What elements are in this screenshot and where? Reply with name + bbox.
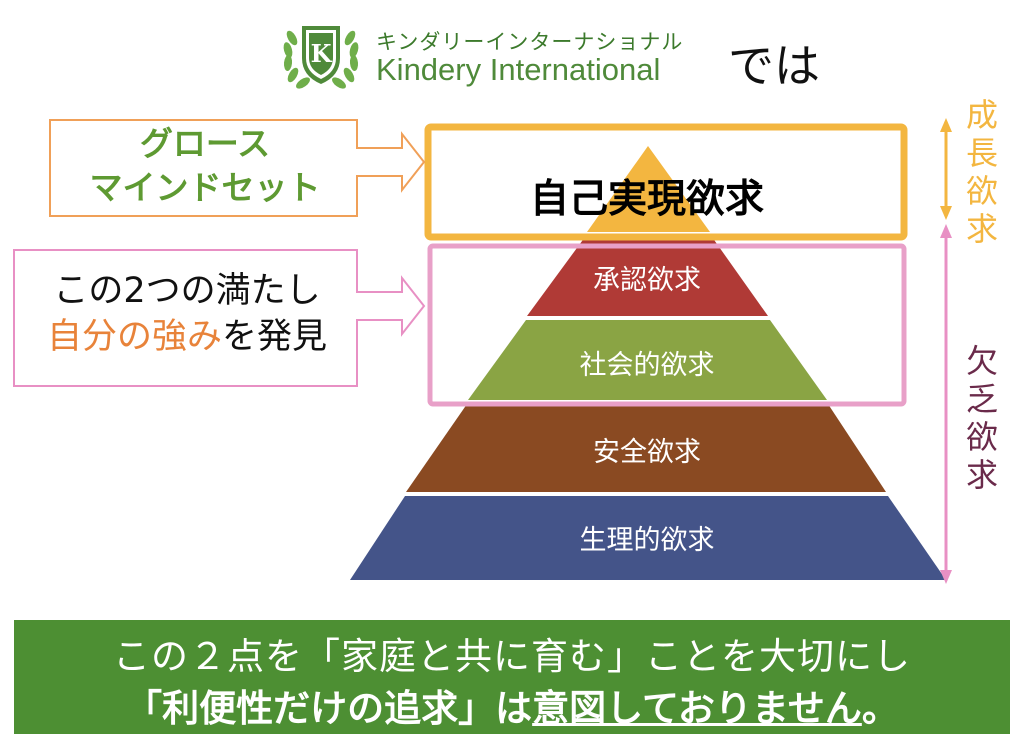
pyramid-tier-physiological bbox=[350, 496, 946, 580]
growth-mindset-callout bbox=[49, 119, 426, 217]
strength-discovery-callout bbox=[13, 249, 426, 387]
safety-label: 安全欲求 bbox=[593, 437, 701, 468]
self-actualization-label: 自己実現欲求 bbox=[529, 177, 764, 222]
discovery-text: を発見 bbox=[222, 317, 328, 357]
growth-mindset-line-2: マインドセット bbox=[89, 168, 321, 207]
banner-not-intended-text: 意図しておりません bbox=[532, 687, 862, 730]
deficiency-range-arrow bbox=[940, 224, 952, 584]
strength-discovery-line-1: この2つの満たし bbox=[53, 271, 321, 311]
brand-name-english: Kindery International bbox=[376, 52, 661, 87]
brand-name-japanese: キンダリーインターナショナル bbox=[376, 30, 684, 54]
pyramid-tier-safety bbox=[406, 404, 886, 492]
physiological-label: 生理的欲求 bbox=[579, 525, 715, 556]
kindery-logo-icon: K bbox=[283, 26, 359, 89]
own-strengths-text: 自分の強み bbox=[46, 317, 222, 357]
brand-suffix: では bbox=[728, 39, 820, 93]
strength-discovery-line-2: 自分の強みを発見 bbox=[18, 314, 356, 360]
strength-discovery-text: この2つの満たし 自分の強みを発見 bbox=[18, 268, 356, 360]
growth-mindset-text: グロース マインドセット bbox=[55, 122, 355, 210]
pyramid-tier-social bbox=[468, 320, 827, 400]
growth-mindset-line-1: グロース bbox=[139, 124, 271, 163]
growth-range-arrow bbox=[940, 118, 952, 220]
deficiency-needs-side-label: 欠乏欲求 bbox=[965, 342, 998, 494]
banner-line-1: この２点を「家庭と共に育む」ことを大切にし bbox=[113, 635, 911, 678]
growth-needs-side-label: 成長欲求 bbox=[965, 96, 998, 248]
social-label: 社会的欲求 bbox=[579, 350, 715, 381]
banner-period: 。 bbox=[861, 687, 899, 730]
logo-letter: K bbox=[311, 39, 333, 68]
banner-convenience-text: 「利便性だけの追求」は bbox=[125, 687, 533, 730]
pyramid-top-tier bbox=[587, 146, 710, 232]
esteem-label: 承認欲求 bbox=[593, 265, 701, 296]
social-esteem-box bbox=[427, 243, 907, 407]
pyramid-tier-esteem bbox=[527, 237, 768, 316]
growth-needs-box bbox=[424, 123, 908, 241]
message-banner: この２点を「家庭と共に育む」ことを大切にし 「利便性だけの追求」は意図しておりま… bbox=[14, 620, 1010, 734]
banner-line-2: 「利便性だけの追求」は意図しておりません。 bbox=[14, 678, 1010, 732]
